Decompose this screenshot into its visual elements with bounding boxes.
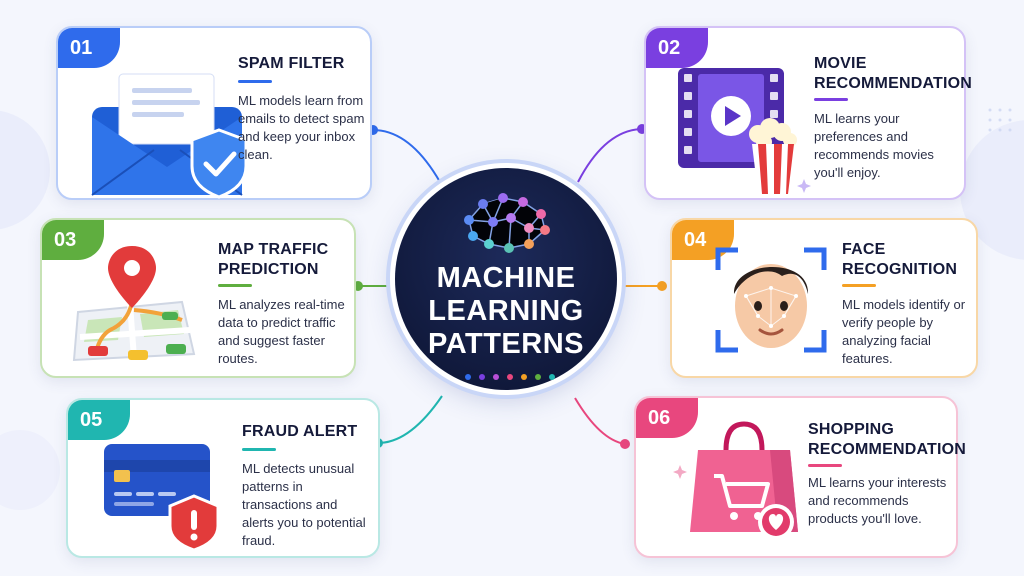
card-fraud-alert: 05 FRAUD ALERT ML detects unusual patter… — [66, 398, 380, 558]
connector-02 — [577, 128, 643, 183]
card-title: FACE RECOGNITION — [842, 241, 958, 278]
card-description: ML learns your interests and recommends … — [808, 475, 947, 526]
title-underline — [218, 284, 252, 287]
envelope-shield-icon — [91, 73, 248, 199]
accent-dot — [521, 374, 527, 380]
card-spam-filter: 01 SPAM FILTER ML models learn from emai… — [56, 26, 372, 200]
card-description: ML models identify or verify people by a… — [842, 297, 966, 366]
card-number: 02 — [646, 28, 708, 68]
center-hub: MACHINE LEARNING PATTERNS — [395, 168, 617, 390]
card-face-recognition: 04 FACE RECOGNITION ML models identify o… — [670, 218, 978, 378]
card-number: 01 — [58, 28, 120, 68]
neural-brain-icon — [464, 193, 550, 253]
card-description: ML learns your preferences and recommend… — [814, 111, 934, 180]
connector-05 — [377, 395, 443, 444]
accent-dot — [535, 374, 541, 380]
card-title: MAP TRAFFIC PREDICTION — [218, 241, 329, 278]
accent-dot — [465, 374, 471, 380]
connector-06 — [574, 397, 626, 445]
connector-01 — [372, 129, 441, 183]
card-number: 04 — [672, 220, 734, 260]
face-scan-icon — [715, 247, 827, 353]
card-number: 05 — [68, 400, 130, 440]
card-movie-recommendation: 02 MOVIE RECOMMENDATION ML learns your p… — [644, 26, 973, 200]
card-shopping-recommendation: 06 SHOPPING RECOMMENDATION ML learns you… — [634, 396, 967, 558]
title-underline — [808, 464, 842, 467]
card-description: ML detects unusual patterns in transacti… — [242, 461, 366, 548]
card-description: ML analyzes real-time data to predict tr… — [218, 297, 345, 366]
center-title: MACHINE LEARNING PATTERNS — [428, 262, 584, 360]
map-pin-traffic-icon — [72, 246, 196, 362]
card-title: SHOPPING RECOMMENDATION — [808, 421, 967, 458]
card-title: MOVIE RECOMMENDATION — [814, 55, 973, 92]
credit-card-alert-icon — [104, 444, 220, 552]
title-underline — [842, 284, 876, 287]
accent-dot — [493, 374, 499, 380]
card-number: 03 — [42, 220, 104, 260]
title-underline — [242, 448, 276, 451]
accent-dot — [479, 374, 485, 380]
accent-dot — [549, 374, 555, 380]
shopping-bag-heart-icon — [673, 421, 798, 540]
card-description: ML models learn from emails to detect sp… — [238, 93, 365, 162]
title-underline — [238, 80, 272, 83]
title-underline — [814, 98, 848, 101]
card-number: 06 — [636, 398, 698, 438]
accent-dot — [507, 374, 513, 380]
card-title: SPAM FILTER — [238, 55, 345, 72]
card-title: FRAUD ALERT — [242, 423, 358, 440]
card-map-traffic-prediction: 03 MAP TRAFFIC PREDICTION ML analyzes re… — [40, 218, 356, 378]
film-popcorn-icon — [678, 68, 811, 194]
